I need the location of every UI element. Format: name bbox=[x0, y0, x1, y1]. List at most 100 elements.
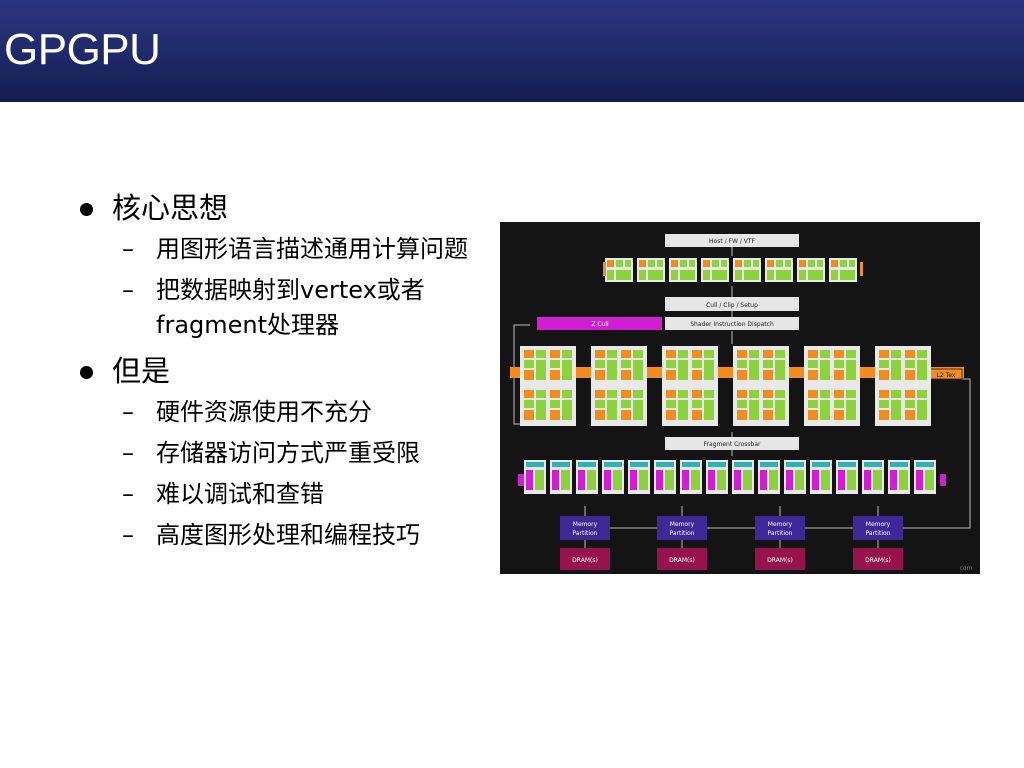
fragment-unit-green bbox=[524, 400, 534, 408]
rop-teal bbox=[526, 462, 544, 467]
fragment-unit-green bbox=[621, 400, 631, 408]
fragment-unit-orange bbox=[550, 410, 560, 420]
dram-box bbox=[755, 548, 805, 570]
memory-partition-label: Partition bbox=[767, 530, 792, 537]
rop-row-cap-right bbox=[940, 474, 946, 486]
fragment-unit-green bbox=[633, 400, 643, 420]
fragment-unit-green bbox=[595, 360, 605, 368]
crossbar-label: Fragment Crossbar bbox=[704, 441, 761, 448]
vertex-unit-green bbox=[657, 260, 663, 267]
sub-bullet: –硬件资源使用不充分 bbox=[122, 398, 372, 426]
rop-teal bbox=[760, 462, 778, 467]
vertex-unit-green bbox=[689, 260, 695, 267]
memory-partition-label: Memory bbox=[670, 521, 695, 528]
rop-teal bbox=[890, 462, 908, 467]
rop-magenta bbox=[864, 470, 871, 490]
fragment-unit-orange bbox=[879, 370, 889, 380]
fragment-unit-orange bbox=[524, 390, 534, 398]
memory-partition-label: Memory bbox=[573, 521, 598, 528]
rop-teal bbox=[682, 462, 700, 467]
fragment-unit-orange bbox=[621, 350, 631, 358]
fragment-unit-green bbox=[666, 400, 676, 408]
vertex-unit-green bbox=[744, 260, 751, 267]
vertex-unit-orange bbox=[607, 260, 614, 267]
fragment-unit-green bbox=[562, 390, 572, 398]
bullet-text: 但是 bbox=[112, 354, 171, 388]
rop-green bbox=[743, 470, 752, 490]
fragment-unit-green bbox=[737, 360, 747, 368]
dispatch-label: Shader Instruction Dispatch bbox=[690, 321, 774, 328]
fragment-unit-orange bbox=[737, 350, 747, 358]
cull-label: Cull / Clip / Setup bbox=[706, 302, 758, 309]
fragment-unit-green bbox=[834, 400, 844, 408]
vertex-unit-green bbox=[831, 270, 838, 280]
rop-magenta bbox=[552, 470, 559, 490]
fragment-unit-orange bbox=[905, 390, 915, 398]
fragment-unit-green bbox=[678, 390, 688, 398]
vertex-unit-orange bbox=[799, 260, 806, 267]
fragment-unit-green bbox=[820, 360, 830, 380]
vertex-unit-green bbox=[840, 260, 847, 267]
vertex-unit-green bbox=[703, 270, 710, 280]
vertex-unit-green bbox=[680, 270, 695, 280]
host-label: Host / FW / VTF bbox=[709, 238, 755, 245]
slide-title: GPGPU bbox=[4, 25, 161, 74]
bullet-dot-icon bbox=[80, 366, 93, 379]
fragment-unit-green bbox=[704, 360, 714, 380]
fragment-unit-green bbox=[891, 400, 901, 420]
dram-label: DRAM(s) bbox=[669, 557, 695, 564]
fragment-unit-green bbox=[737, 400, 747, 408]
fragment-unit-green bbox=[704, 400, 714, 420]
sub-bullet-text: 存储器访问方式严重受限 bbox=[156, 439, 420, 467]
memory-partition-label: Memory bbox=[866, 521, 891, 528]
sub-bullet-text: 把数据映射到vertex或者fragment处理器 bbox=[156, 276, 425, 339]
sub-bullet-text: 高度图形处理和编程技巧 bbox=[156, 521, 420, 549]
vertex-unit-orange bbox=[735, 260, 742, 267]
vertex-unit-green bbox=[808, 260, 815, 267]
fragment-unit-green bbox=[808, 360, 818, 368]
vertex-unit-green bbox=[840, 270, 855, 280]
fragment-unit-green bbox=[633, 350, 643, 358]
fragment-unit-orange bbox=[834, 410, 844, 420]
vertex-unit-orange bbox=[639, 260, 646, 267]
fragment-unit-orange bbox=[905, 370, 915, 380]
fragment-unit-orange bbox=[692, 410, 702, 420]
crossbar-box bbox=[665, 437, 799, 450]
fragment-unit-green bbox=[633, 360, 643, 380]
fragment-unit-orange bbox=[595, 410, 605, 420]
fragment-unit-green bbox=[607, 350, 617, 358]
vertex-unit-green bbox=[639, 270, 646, 280]
rop-green bbox=[769, 470, 778, 490]
fragment-unit-green bbox=[879, 360, 889, 368]
fragment-unit-green bbox=[917, 390, 927, 398]
fragment-unit-green bbox=[917, 400, 927, 420]
rop-green bbox=[873, 470, 882, 490]
dram-box bbox=[560, 548, 610, 570]
fragment-unit-orange bbox=[763, 410, 773, 420]
fragment-unit-orange bbox=[550, 390, 560, 398]
fragment-unit-green bbox=[820, 390, 830, 398]
fragment-unit-green bbox=[905, 400, 915, 408]
vertex-unit-green bbox=[776, 270, 791, 280]
rop-magenta bbox=[890, 470, 897, 490]
fragment-unit-orange bbox=[692, 370, 702, 380]
fragment-unit-orange bbox=[763, 350, 773, 358]
vertex-unit-green bbox=[712, 270, 727, 280]
vertex-unit-green bbox=[776, 260, 783, 267]
sub-bullet: –高度图形处理和编程技巧 bbox=[122, 521, 420, 549]
dram-label: DRAM(s) bbox=[865, 557, 891, 564]
zcull-box bbox=[537, 317, 662, 330]
fragment-unit-green bbox=[917, 350, 927, 358]
rop-teal bbox=[734, 462, 752, 467]
rop-green bbox=[639, 470, 648, 490]
fragment-unit-orange bbox=[666, 350, 676, 358]
fragment-unit-orange bbox=[763, 390, 773, 398]
fragment-unit-green bbox=[536, 400, 546, 420]
rop-green bbox=[925, 470, 934, 490]
fragment-unit-green bbox=[891, 360, 901, 380]
vertex-unit-green bbox=[625, 260, 631, 267]
memory-partition bbox=[560, 516, 610, 540]
vertex-unit-orange bbox=[703, 260, 710, 267]
fragment-unit-green bbox=[846, 400, 856, 420]
fragment-unit-green bbox=[607, 400, 617, 420]
